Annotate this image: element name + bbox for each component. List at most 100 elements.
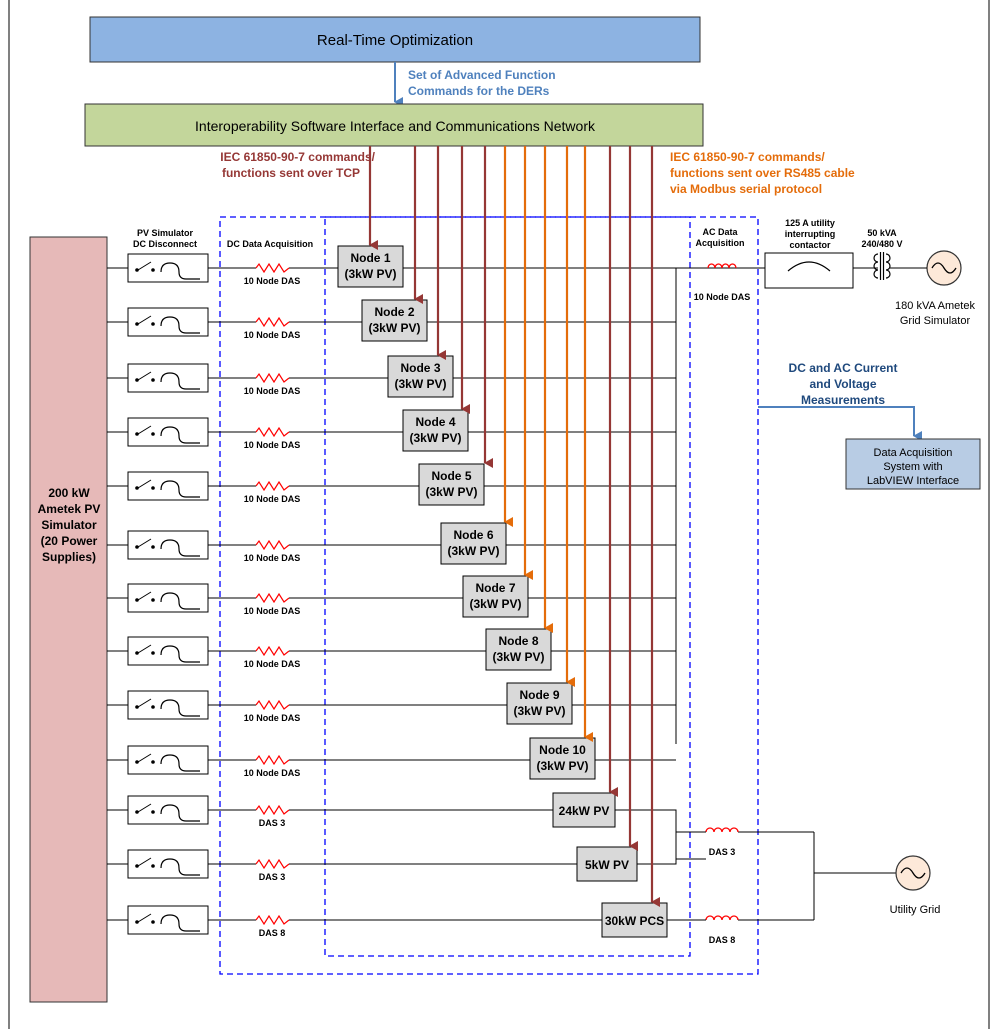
switch-contact-icon	[151, 864, 155, 868]
daq-label-line3: LabVIEW Interface	[867, 475, 959, 487]
pv-disconnect-heading-line2: DC Disconnect	[133, 239, 197, 249]
switch-blade-icon	[137, 698, 152, 708]
fuse-icon	[160, 914, 200, 932]
contactor-label-line2: interrupting	[785, 229, 836, 239]
switch-contact-icon	[135, 598, 139, 602]
node-label: Node 7	[475, 581, 515, 595]
node-rating-label: (3kW PV)	[492, 650, 544, 664]
node-box	[337, 245, 404, 288]
ac-output-line	[637, 832, 677, 865]
pv-simulator-line2: Ametek PV	[38, 502, 101, 516]
switch-contact-icon	[135, 268, 139, 272]
node-box	[552, 792, 616, 828]
node-box	[418, 463, 485, 506]
dc-das-label: 10 Node DAS	[244, 659, 301, 669]
node-rating-label: (3kW PV)	[344, 267, 396, 281]
switch-contact-icon	[135, 760, 139, 764]
dc-das-resistor	[255, 262, 290, 274]
fuse-icon	[160, 426, 200, 444]
pv-simulator-line1: 200 kW	[48, 486, 90, 500]
switch-contact-icon	[151, 486, 155, 490]
switch-contact-icon	[151, 545, 155, 549]
switch-contact-icon	[135, 545, 139, 549]
node-rating-label: (3kW PV)	[469, 597, 521, 611]
switch-blade-icon	[137, 753, 152, 763]
node-rating-label: (3kW PV)	[394, 377, 446, 391]
ac-acquisition-line2: Acquisition	[696, 238, 745, 248]
interop-box	[84, 103, 704, 147]
dc-das-resistor	[255, 592, 290, 604]
switch-contact-icon	[135, 486, 139, 490]
switch-blade-icon	[137, 261, 152, 271]
dc-das-resistor	[255, 754, 290, 766]
rs485-commands-line2: functions sent over RS485 cable	[670, 166, 855, 180]
dc-das-label: 10 Node DAS	[244, 494, 301, 504]
das8-ac-inductor	[705, 915, 739, 921]
dc-disconnect-box	[127, 583, 209, 613]
node-box	[485, 628, 552, 671]
set-commands-label-line1: Set of Advanced Function	[408, 68, 556, 82]
dc-disconnect-box	[127, 795, 209, 825]
dc-das-resistor	[255, 372, 290, 384]
dc-disconnect-box	[127, 636, 209, 666]
node-label: Node 5	[431, 469, 471, 483]
switch-contact-icon	[151, 432, 155, 436]
switch-contact-icon	[151, 598, 155, 602]
pv-simulator-line4: (20 Power	[41, 534, 98, 548]
node-label: 24kW PV	[559, 804, 610, 818]
contactor-symbol	[787, 261, 831, 272]
fuse-icon	[160, 645, 200, 663]
contactor-label-line1: 125 A utility	[785, 218, 835, 228]
node-box	[361, 299, 428, 342]
transformer-label-line2: 240/480 V	[861, 239, 902, 249]
node-rating-label: (3kW PV)	[447, 544, 499, 558]
dc-das-label: 10 Node DAS	[244, 276, 301, 286]
switch-blade-icon	[137, 479, 152, 489]
switch-contact-icon	[151, 760, 155, 764]
node-box	[576, 846, 638, 882]
dc-das-label: 10 Node DAS	[244, 386, 301, 396]
transformer-label-line1: 50 kVA	[867, 228, 897, 238]
dc-das-resistor	[255, 539, 290, 551]
dc-disconnect-box	[127, 530, 209, 560]
contactor-label-line3: contactor	[789, 240, 831, 250]
measurements-arrow	[758, 406, 922, 441]
dc-disconnect-box	[127, 307, 209, 337]
dc-disconnect-box	[127, 253, 209, 283]
dc-acquisition-heading: DC Data Acquisition	[227, 239, 313, 249]
dc-disconnect-box	[127, 905, 209, 935]
set-commands-label-line2: Commands for the DERs	[408, 84, 550, 98]
der-rows: 10 Node DAS Node 1 (3kW PV) 10 Node DAS Node…	[107, 146, 706, 938]
fuse-icon	[160, 539, 200, 557]
contactor-box	[764, 252, 854, 289]
tcp-commands-line1: IEC 61850-90-7 commands/	[220, 150, 375, 164]
dc-disconnect-box	[127, 745, 209, 775]
switch-contact-icon	[135, 651, 139, 655]
dc-disconnect-box	[127, 417, 209, 447]
node-rating-label: (3kW PV)	[368, 321, 420, 335]
node-label: Node 2	[374, 305, 414, 319]
dc-das-label: 10 Node DAS	[244, 768, 301, 778]
pv-simulator-line3: Simulator	[41, 518, 97, 532]
rs485-commands-line1: IEC 61850-90-7 commands/	[670, 150, 825, 164]
fuse-icon	[160, 858, 200, 876]
pv-disconnect-heading-line1: PV Simulator	[137, 228, 194, 238]
dc-das-label: 10 Node DAS	[244, 330, 301, 340]
node-box	[440, 522, 507, 565]
switch-contact-icon	[151, 268, 155, 272]
switch-blade-icon	[137, 371, 152, 381]
node-label: Node 1	[350, 251, 390, 265]
daq-system-box	[845, 438, 981, 490]
dc-das-resistor	[255, 858, 290, 870]
dc-das-label: 10 Node DAS	[244, 713, 301, 723]
data-acquisition-dashed-outer	[219, 216, 759, 975]
switch-blade-icon	[137, 591, 152, 601]
dc-das-label: 10 Node DAS	[244, 553, 301, 563]
node-label: Node 6	[453, 528, 493, 542]
dc-das-label: 10 Node DAS	[244, 606, 301, 616]
node-box	[462, 575, 529, 618]
switch-contact-icon	[135, 322, 139, 326]
grid-simulator-label-line1: 180 kVA Ametek	[895, 300, 975, 312]
das8-ac-label: DAS 8	[709, 935, 736, 945]
